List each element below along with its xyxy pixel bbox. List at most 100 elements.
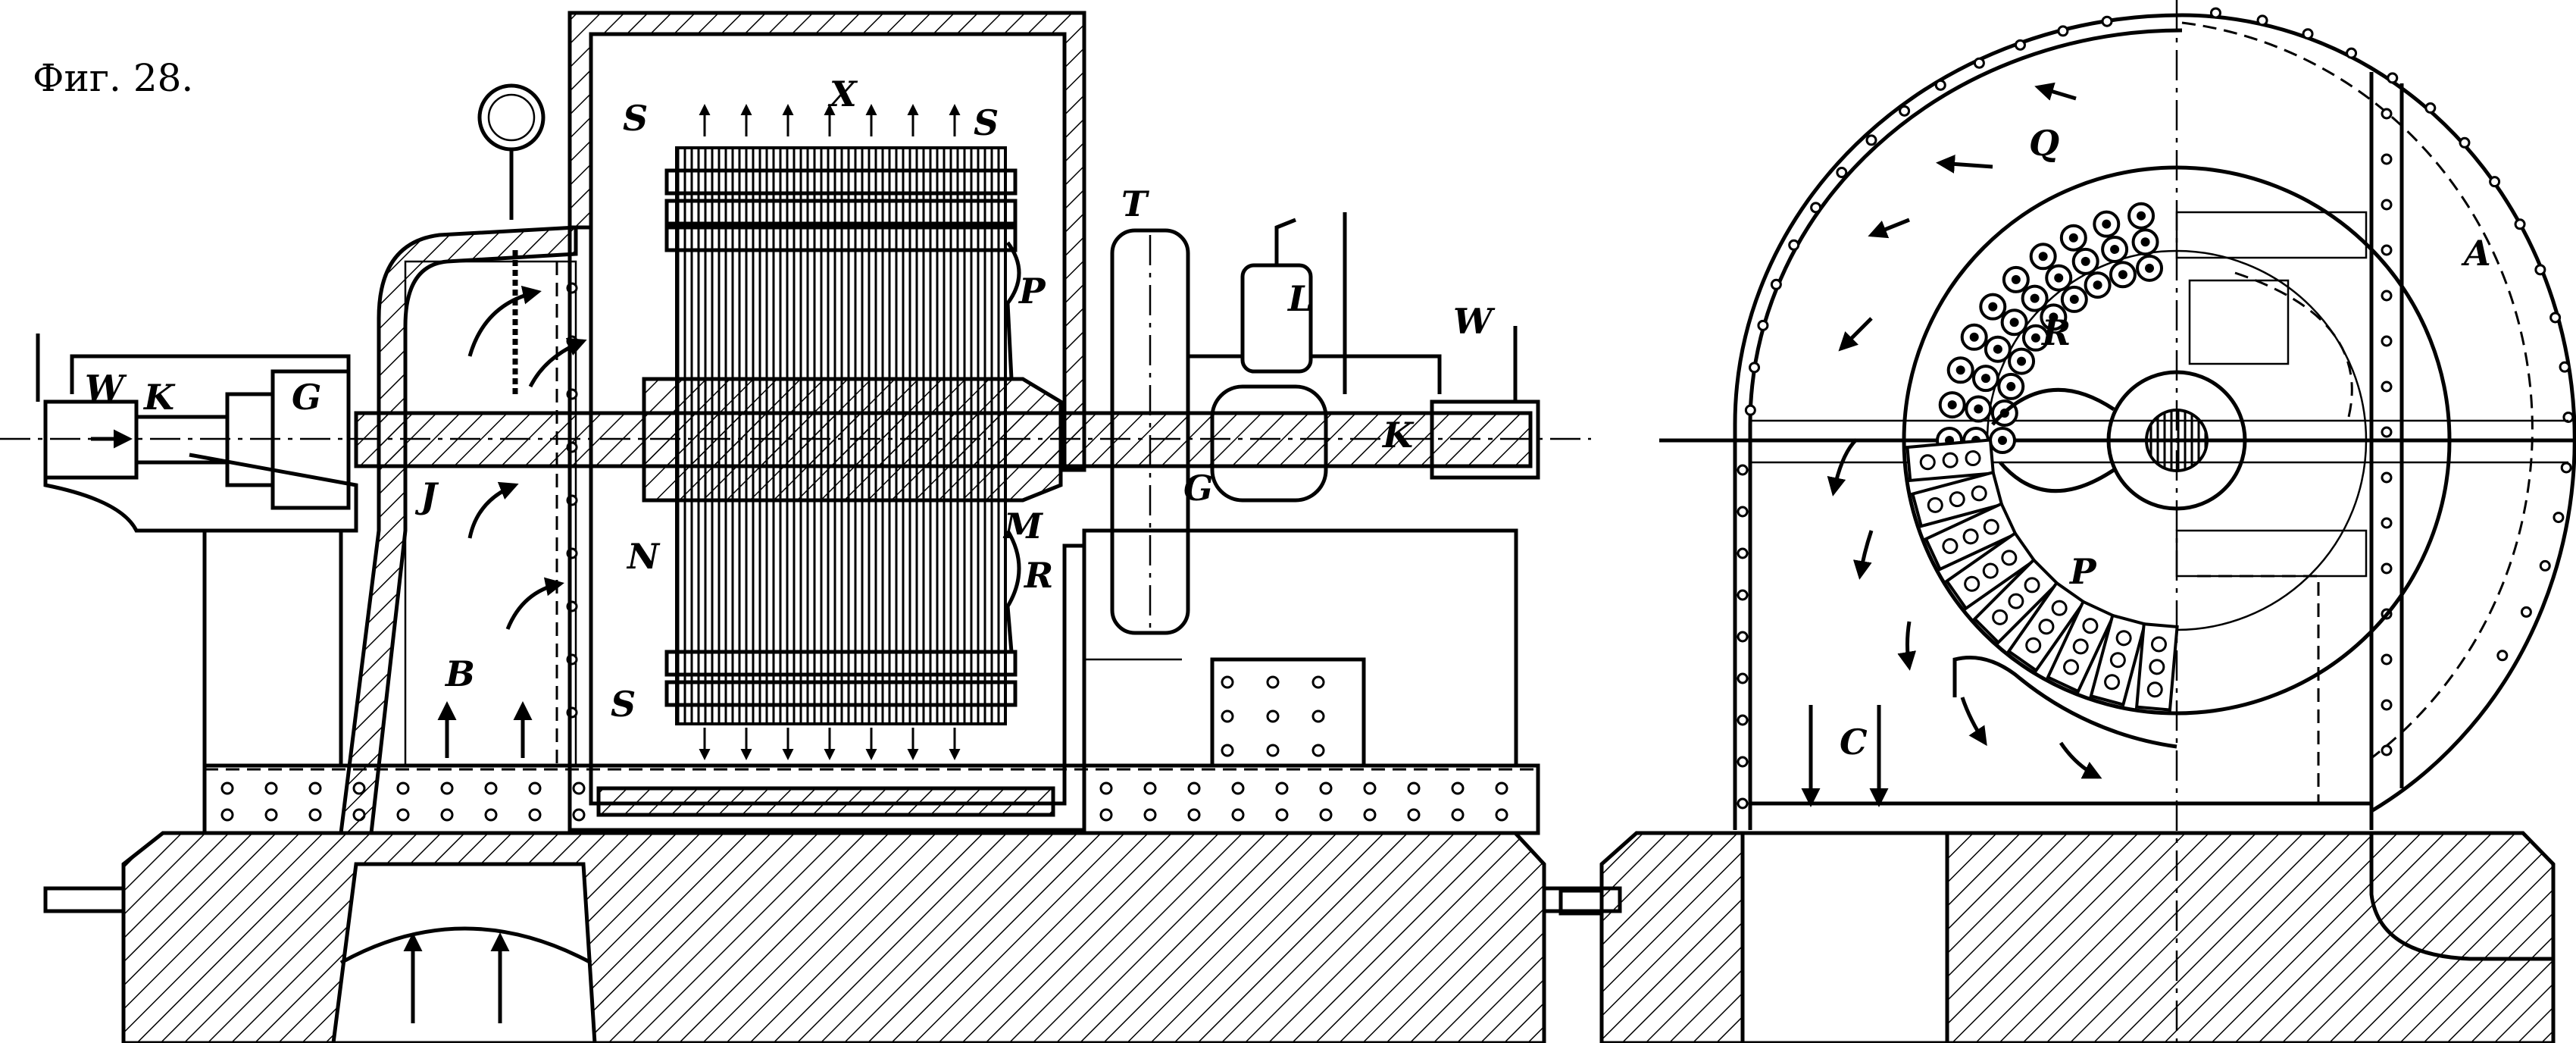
- bolt-icon: [1737, 797, 1749, 810]
- coil-core-icon: [2030, 333, 2040, 343]
- label-C: C: [1840, 722, 1868, 763]
- bolt-icon: [1231, 781, 1245, 795]
- coil-block: [2006, 581, 2087, 673]
- bolt-icon: [2539, 559, 2551, 572]
- coil-core-icon: [1969, 332, 1979, 342]
- base-frame: [202, 763, 1540, 835]
- bolt-icon: [308, 808, 322, 822]
- coil-core-icon: [2068, 233, 2078, 243]
- bolt-icon: [2381, 699, 2393, 711]
- bolt-icon: [1143, 808, 1157, 822]
- figure-title: Фиг. 28.: [33, 56, 193, 100]
- bolt-icon: [2381, 426, 2393, 438]
- bolt-icon: [2381, 744, 2393, 756]
- bolt-icon: [1737, 506, 1749, 518]
- bolt-icon: [2387, 72, 2399, 84]
- bolt-icon: [1899, 105, 1911, 117]
- bolt-icon: [1971, 485, 1987, 502]
- bolt-icon: [2381, 335, 2393, 347]
- bolt-icon: [2553, 512, 2565, 524]
- bolt-icon: [1810, 202, 1822, 214]
- coil-block: [1972, 557, 2060, 645]
- bolt-icon: [2115, 630, 2132, 647]
- bolt-icon: [1231, 808, 1245, 822]
- bolt-icon: [2256, 14, 2268, 27]
- bolt-icon: [2057, 25, 2069, 37]
- bearing-G-left: [270, 369, 351, 510]
- bolt-icon: [1982, 562, 1999, 579]
- bolt-icon: [1919, 454, 1936, 471]
- bolt-icon: [1737, 631, 1749, 643]
- coil-core-icon: [2080, 256, 2090, 266]
- bolt-icon: [1221, 709, 1234, 723]
- bolt-icon: [1363, 781, 1377, 795]
- bolt-icon: [484, 808, 498, 822]
- bolt-icon: [1275, 781, 1289, 795]
- bolt-icon: [1962, 528, 1979, 545]
- label-A: A: [2461, 233, 2491, 274]
- bolt-icon: [1495, 808, 1508, 822]
- bolt-icon: [264, 808, 278, 822]
- bolt-icon: [1964, 575, 1980, 592]
- side-section-view: [0, 11, 1622, 1043]
- bolt-icon: [220, 808, 234, 822]
- bolt-icon: [2209, 7, 2221, 19]
- coil-core-icon: [2093, 280, 2102, 290]
- label-R-end: R: [2040, 312, 2071, 353]
- bolt-icon: [2101, 15, 2113, 27]
- bolt-icon: [396, 781, 410, 795]
- coil-block: [1905, 438, 1996, 483]
- coil-core-icon: [1998, 436, 2007, 445]
- air-inlet-arch: [331, 862, 597, 1043]
- coil-core-icon: [2069, 294, 2079, 304]
- bolt-icon: [1266, 744, 1280, 757]
- bolt-icon: [1737, 464, 1749, 476]
- bolt-icon: [1266, 709, 1280, 723]
- bolt-icon: [1099, 808, 1113, 822]
- bolt-icon: [1965, 450, 1981, 467]
- bolt-icon: [2424, 102, 2437, 114]
- label-B: B: [444, 653, 475, 694]
- bolt-icon: [2072, 638, 2089, 655]
- bolt-icon: [1451, 781, 1465, 795]
- bolt-icon: [396, 808, 410, 822]
- coil-block: [2046, 600, 2116, 694]
- bolt-icon: [1836, 167, 1848, 179]
- bolt-icon: [2001, 550, 2018, 566]
- bolt-icon: [484, 781, 498, 795]
- bolt-icon: [1311, 675, 1325, 689]
- bolt-icon: [2014, 39, 2026, 51]
- label-P-end: P: [2068, 551, 2097, 592]
- pressure-gauge-icon: [477, 83, 546, 394]
- coil-core-icon: [2006, 381, 2016, 391]
- bolt-icon: [2496, 650, 2509, 662]
- bolt-icon: [1266, 675, 1280, 689]
- bolt-icon: [2562, 411, 2574, 423]
- bolt-icon: [528, 808, 542, 822]
- bolt-icon: [1934, 79, 1946, 91]
- bolt-icon: [2489, 176, 2501, 188]
- bolt-icon: [2381, 153, 2393, 165]
- bolt-icon: [1788, 239, 1800, 251]
- stator-ring: [1902, 165, 2452, 716]
- coil-core-icon: [2049, 312, 2059, 322]
- label-J: J: [414, 475, 439, 516]
- coil-block: [2134, 622, 2179, 712]
- bolt-icon: [1187, 808, 1201, 822]
- bolt-icon: [572, 808, 586, 822]
- coil-block: [2089, 613, 2147, 707]
- bolt-icon: [1311, 744, 1325, 757]
- coil-core-icon: [2140, 237, 2150, 247]
- bolt-icon: [1311, 709, 1325, 723]
- bolt-icon: [264, 781, 278, 795]
- bolt-icon: [2104, 674, 2121, 691]
- rotor-hub-end: [2106, 370, 2247, 511]
- bolt-icon: [1744, 404, 1756, 416]
- bolt-icon: [1737, 714, 1749, 726]
- label-W-right: W: [1453, 301, 1496, 342]
- bolt-icon: [2381, 290, 2393, 302]
- bolt-icon: [2146, 681, 2163, 698]
- bolt-icon: [1363, 808, 1377, 822]
- bolt-icon: [2025, 637, 2042, 653]
